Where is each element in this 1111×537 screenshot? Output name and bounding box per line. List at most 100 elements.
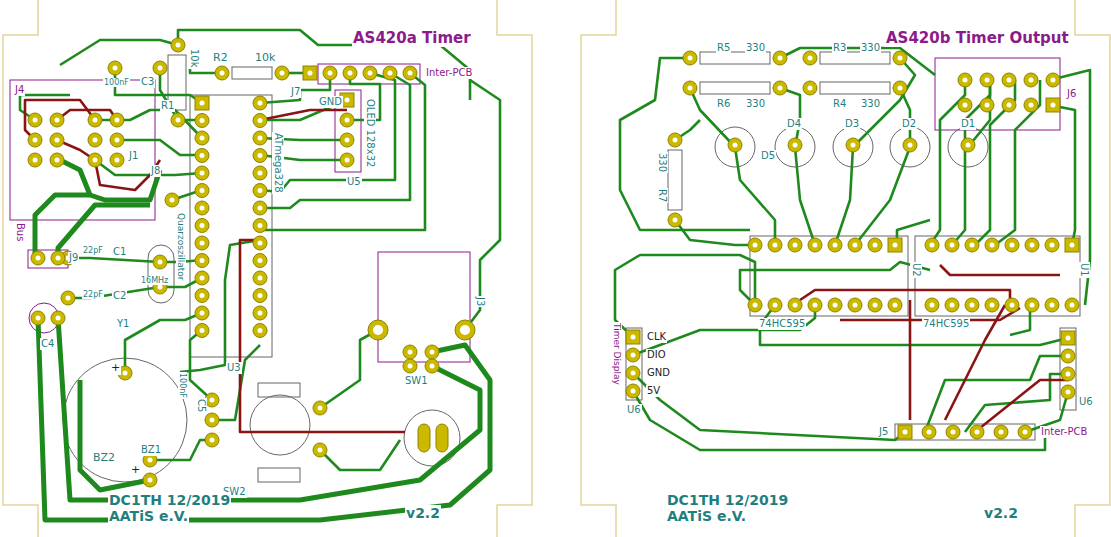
solder-pad — [253, 184, 267, 198]
solder-pad — [403, 345, 417, 359]
solder-pad — [110, 133, 124, 147]
pad-round — [88, 113, 102, 127]
solder-pad — [195, 324, 209, 338]
silkscreen-label: + — [130, 464, 141, 477]
pad-round — [171, 38, 185, 52]
solder-pad — [28, 133, 42, 147]
drill-hole — [93, 158, 98, 163]
pad-round — [1025, 298, 1039, 312]
drill-hole — [200, 171, 205, 176]
pad-round — [946, 425, 960, 439]
copper-trace — [690, 88, 735, 147]
silkscreen-label: 330 — [860, 98, 881, 110]
solder-pad — [153, 255, 167, 269]
solder-pad — [1002, 73, 1016, 87]
solder-pad — [253, 96, 267, 110]
drill-hole — [1030, 243, 1035, 248]
silkscreen-label: ATmega328 — [272, 132, 284, 194]
pad-round — [965, 298, 979, 312]
solder-pad — [945, 298, 959, 312]
pad-round — [205, 413, 219, 427]
drill-hole — [36, 256, 41, 261]
drill-hole — [93, 118, 98, 123]
solder-pad — [965, 298, 979, 312]
solder-pad — [728, 138, 742, 152]
copper-trace — [675, 220, 755, 245]
solder-pad — [1002, 98, 1016, 112]
pad-round — [1005, 298, 1019, 312]
resistor-symbol — [820, 52, 890, 64]
solder-pad — [1025, 298, 1039, 312]
solder-pad — [253, 131, 267, 145]
drill-hole — [93, 138, 98, 143]
drill-hole — [348, 71, 353, 76]
drill-hole — [898, 86, 903, 91]
crystal-outline — [148, 245, 174, 303]
pad-round — [788, 238, 802, 252]
drill-hole — [930, 243, 935, 248]
pad-square — [1046, 98, 1060, 112]
solder-pad — [28, 153, 42, 167]
pad-round — [958, 73, 972, 87]
pad-round — [768, 298, 782, 312]
solder-pad — [893, 81, 907, 95]
solder-pad — [88, 133, 102, 147]
drill-hole — [908, 143, 913, 148]
silkscreen-label: Inter-PCB — [1040, 426, 1088, 438]
board-title: AATiS e.V. — [108, 508, 189, 524]
solder-pad — [28, 113, 42, 127]
drill-hole — [200, 153, 205, 158]
drill-hole — [158, 66, 163, 71]
solder-pad — [1046, 98, 1060, 112]
solder-pad — [788, 298, 802, 312]
board-outline — [497, 0, 532, 537]
drill-hole — [793, 143, 798, 148]
solder-pad — [1005, 238, 1019, 252]
solder-pad — [683, 81, 697, 95]
solder-pad — [985, 238, 999, 252]
pad-round — [668, 213, 682, 227]
pad-round — [253, 289, 267, 303]
silkscreen-label: D5 — [760, 150, 776, 162]
silkscreen-label: J4 — [14, 84, 25, 96]
pad-round — [958, 98, 972, 112]
silkscreen-label: J7 — [290, 86, 301, 98]
drill-hole — [970, 303, 975, 308]
drill-hole — [778, 86, 783, 91]
solder-pad — [253, 166, 267, 180]
pad-round — [788, 298, 802, 312]
pad-round — [403, 66, 417, 80]
pad-round — [1025, 238, 1039, 252]
drill-hole — [345, 118, 350, 123]
drill-hole — [793, 303, 798, 308]
solder-pad — [626, 384, 640, 398]
silkscreen-label: 5V — [646, 385, 661, 397]
silkscreen-label: R7 — [656, 188, 668, 203]
power-trace — [58, 205, 150, 258]
solder-pad — [195, 96, 209, 110]
drill-hole — [258, 241, 263, 246]
pad-round — [51, 251, 65, 265]
pad-round — [808, 238, 822, 252]
pad-round — [205, 393, 219, 407]
pad-round — [1002, 98, 1016, 112]
silkscreen-label: R1 — [160, 100, 175, 112]
silkscreen-label: SW1 — [404, 375, 429, 387]
silkscreen-label: DIO — [646, 349, 667, 361]
pad-round — [383, 66, 397, 80]
drill-hole — [200, 136, 205, 141]
solder-pad — [925, 238, 939, 252]
solder-pad — [215, 66, 229, 80]
silkscreen-label: U3 — [226, 362, 242, 374]
drill-hole — [1066, 336, 1071, 341]
pad-round — [748, 298, 762, 312]
drill-hole — [833, 303, 838, 308]
resistor-symbol — [700, 82, 770, 94]
drill-hole — [210, 398, 215, 403]
drill-hole — [673, 138, 678, 143]
drill-hole — [368, 71, 373, 76]
pad-round — [893, 81, 907, 95]
drill-hole — [345, 138, 350, 143]
solder-pad — [1025, 238, 1039, 252]
